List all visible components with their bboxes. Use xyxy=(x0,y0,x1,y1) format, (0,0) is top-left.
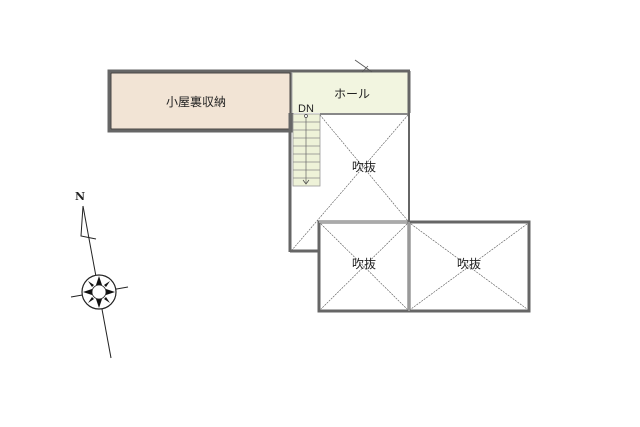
room-hall[interactable]: ホール xyxy=(291,69,411,113)
room-label-attic: 小屋裏収納 xyxy=(166,94,226,109)
room-attic-storage[interactable]: 小屋裏収納 xyxy=(107,69,294,133)
door-swing-icon xyxy=(354,59,373,73)
room-label-void-3: 吹抜 xyxy=(457,257,481,271)
room-label-void-1: 吹抜 xyxy=(352,160,376,174)
room-label-hall: ホール xyxy=(334,87,370,101)
room-void-3[interactable]: 吹抜 xyxy=(407,220,531,313)
stair-direction-label: DN xyxy=(298,103,314,115)
north-label: N xyxy=(75,190,85,203)
room-label-void-2: 吹抜 xyxy=(352,257,376,271)
compass-north-icon: N xyxy=(70,190,129,359)
room-void-2[interactable]: 吹抜 xyxy=(317,220,411,313)
staircase[interactable]: DN xyxy=(292,103,321,187)
room-void-1[interactable]: 吹抜 xyxy=(291,113,410,251)
